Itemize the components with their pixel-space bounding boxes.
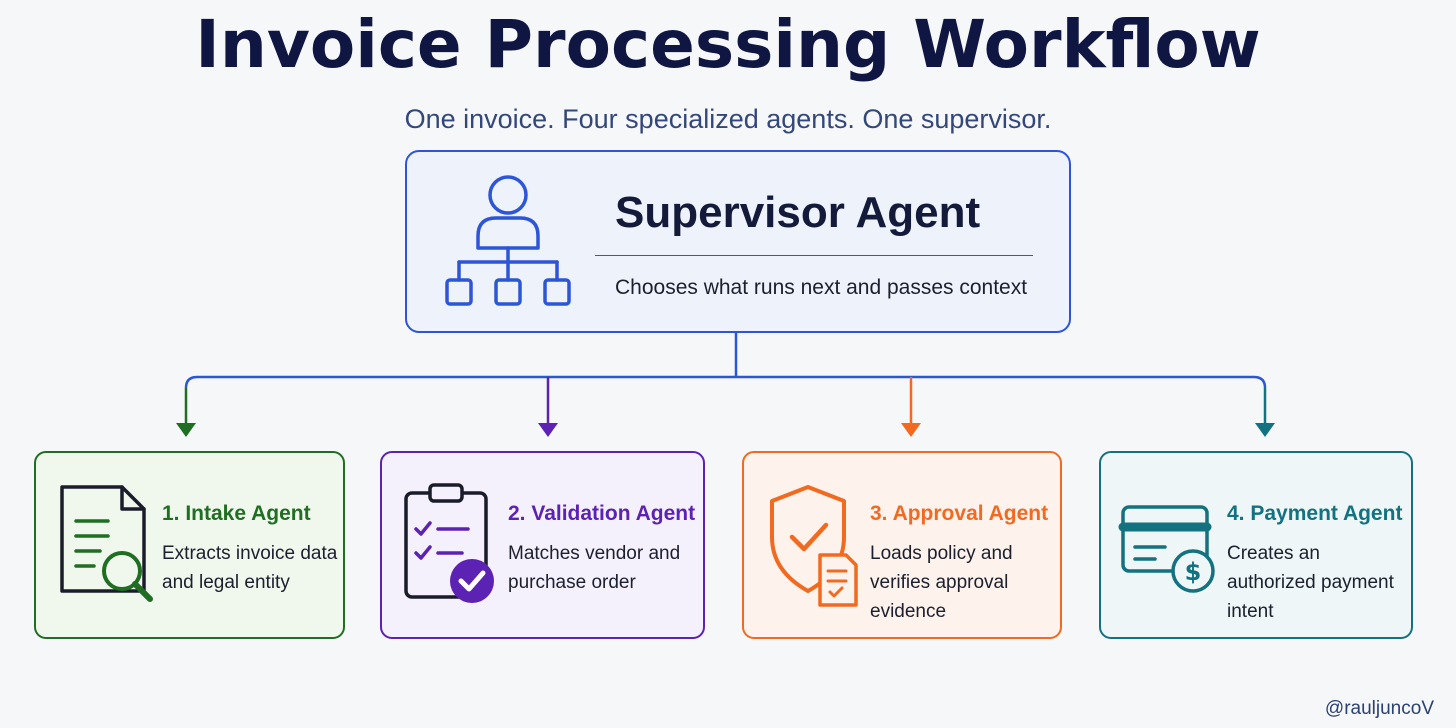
- page-title: Invoice Processing Workflow: [195, 6, 1261, 83]
- agent-description: Extracts invoice data and legal entity: [162, 543, 338, 593]
- author-handle: @rauljuncoV: [1324, 698, 1434, 719]
- clipboard-check-icon: [398, 481, 508, 615]
- arrow-head-4: [1255, 423, 1275, 437]
- card-dollar-icon: $: [1117, 481, 1227, 615]
- supervisor-divider: [595, 255, 1033, 256]
- agent-name: 4. Payment Agent: [1227, 502, 1403, 525]
- arrow-head-3: [901, 423, 921, 437]
- shield-check-icon: [760, 481, 870, 615]
- agent-description: Loads policy and verifies approval evide…: [870, 543, 1013, 622]
- agent-description: Matches vendor and purchase order: [508, 543, 681, 593]
- supervisor-description: Chooses what runs next and passes contex…: [615, 276, 1028, 299]
- arrow-head-1: [176, 423, 196, 437]
- svg-text:$: $: [1185, 558, 1202, 586]
- agent-name: 1. Intake Agent: [162, 502, 311, 525]
- agent-name: 2. Validation Agent: [508, 502, 696, 525]
- page-subtitle: One invoice. Four specialized agents. On…: [404, 104, 1052, 134]
- org-chart-icon: [443, 170, 583, 314]
- document-search-icon: [52, 481, 162, 615]
- arrow-head-2: [538, 423, 558, 437]
- connector-bus: [184, 375, 1267, 389]
- supervisor-title: Supervisor Agent: [615, 188, 981, 237]
- agent-name: 3. Approval Agent: [870, 502, 1049, 525]
- validation-agent-card: 2. Validation Agent Matches vendor and p…: [380, 451, 705, 639]
- agent-description: Creates an authorized payment intent: [1227, 543, 1394, 622]
- intake-agent-card: 1. Intake Agent Extracts invoice data an…: [34, 451, 345, 639]
- approval-agent-card: 3. Approval Agent Loads policy and verif…: [742, 451, 1062, 639]
- supervisor-agent-card: Supervisor Agent Chooses what runs next …: [405, 150, 1071, 333]
- payment-agent-card: $ 4. Payment Agent Creates an authorized…: [1099, 451, 1413, 639]
